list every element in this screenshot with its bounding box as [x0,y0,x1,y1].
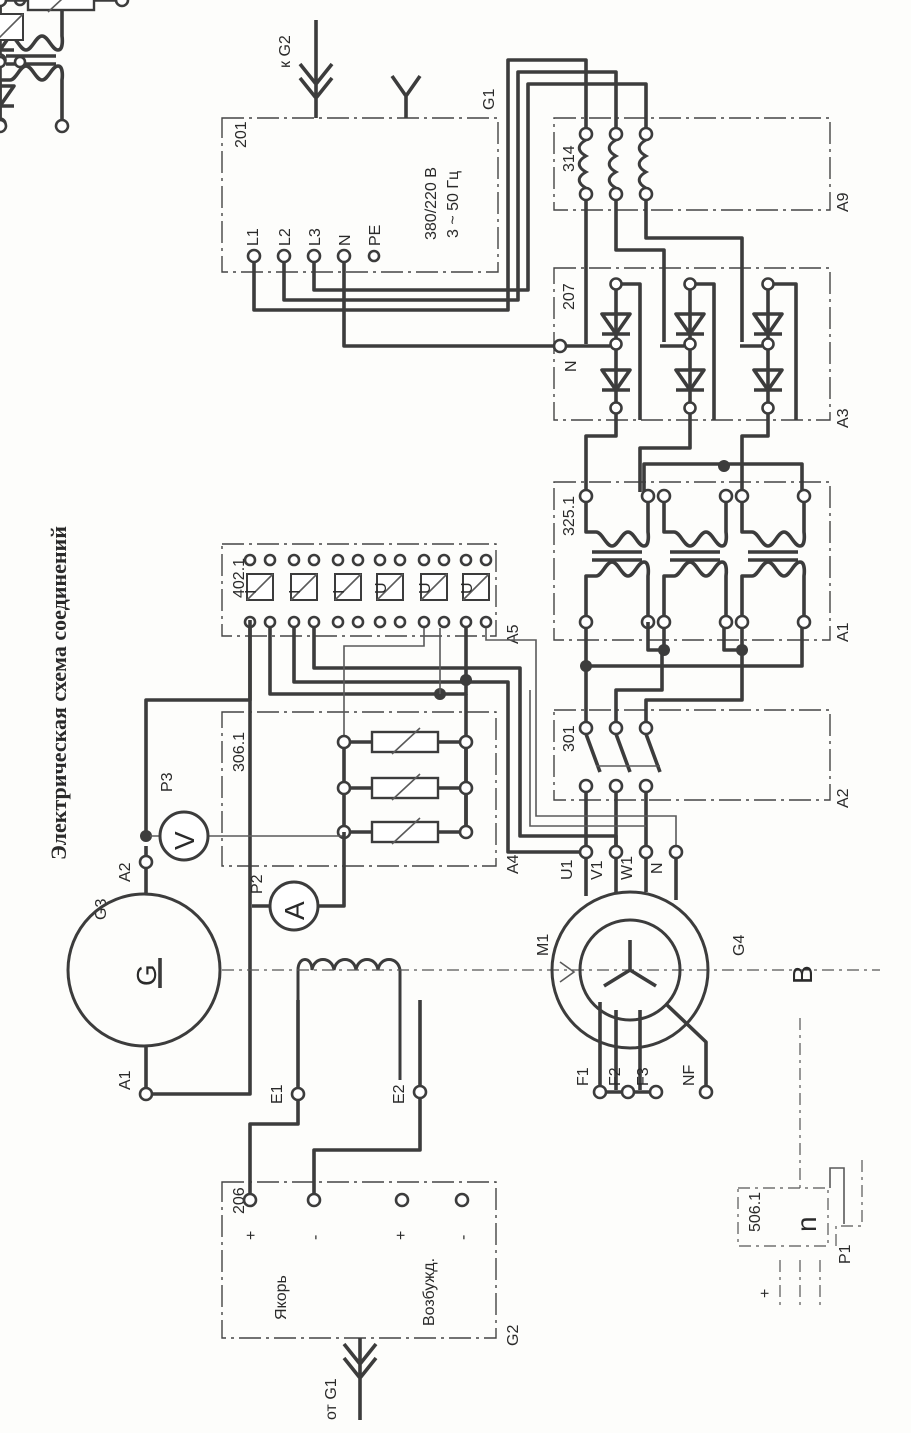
excitation-label: Возбужд. [421,1258,438,1326]
terminal-pe [367,249,381,263]
switch-id: 301 [561,725,578,752]
switch-module: 301 A2 [561,720,852,848]
reactor-id: 314 [561,145,578,172]
meter-5-label: U [417,582,434,594]
supply-voltage: 380/220 В [423,167,440,240]
terminal-l1-label: L1 [245,228,262,246]
voltmeter-symbol: V [169,831,200,850]
motor-tag: M1 [535,934,552,956]
stator-v1-label: V1 [589,860,606,880]
meter-6-label: U [459,582,476,594]
excitation-minus: - [455,1235,472,1240]
ammeter-symbol: A [279,901,310,920]
armature-minus-terminal [306,1192,322,1208]
plug-from-g1 [342,1338,378,1420]
supply-feeders [252,58,648,348]
generator: G3 G A2 A1 V P3 A P2 E1 E2 [66,620,428,1196]
thyristor-neutral: N [563,360,580,372]
stator-w1-label: W1 [619,856,636,880]
terminal-pe-label: PE [367,225,384,246]
excitation-minus-terminal [454,1192,470,1208]
sensor-tag: P1 [837,1244,854,1264]
rheostat-module: 306.1 A4 [0,0,522,874]
b-label: B [787,965,818,984]
sensor-symbol: n [791,1216,822,1232]
supply-tag: G1 [481,89,498,110]
supply-id: 201 [233,121,250,148]
terminal-l3 [306,248,322,264]
rotor-f1-label: F1 [575,1067,592,1086]
rheostat-tag: A4 [505,854,522,874]
meter-tag: A5 [505,624,522,644]
terminal-l1 [246,248,262,264]
motor: M1 G4 U1 V1 W1 N F1 F2 F3 NF [535,844,748,1100]
transformer-star [580,622,804,724]
coupling-tag: G4 [731,935,748,956]
armature-plus: + [243,1231,260,1240]
sensor-plus: + [757,1289,774,1298]
meter-3-label: I [331,590,348,594]
armature-plus-terminal [242,1192,258,1208]
diagram-title: Электрическая схема соединений [46,526,71,860]
meter-4-label: U [373,582,390,594]
rheostat-id: 306.1 [231,732,248,772]
exc-e1-label: E1 [269,1084,286,1104]
arm-a1-label: A1 [117,1070,134,1090]
excitation-plus-terminal [394,1192,410,1208]
plug-to-g2 [298,20,422,118]
supply-module: 201 G1 380/220 В 3 ~ 50 Гц L1 L2 L3 N PE… [233,20,498,264]
sensor-module: 506.1 n P1 + [737,1018,863,1310]
supply-frequency: 3 ~ 50 Гц [445,171,462,238]
rotor-f3-label: F3 [635,1067,652,1086]
terminal-l2-label: L2 [277,228,294,246]
voltmeter-tag: P3 [159,772,176,792]
thyristor-id: 207 [561,283,578,310]
dc-source-tag: G2 [505,1325,522,1346]
module-frames [221,117,831,1339]
terminal-n [336,248,352,264]
arm-a2-label: A2 [117,862,134,882]
dc-source-id: 206 [231,1187,248,1214]
switch-tag: A2 [835,788,852,808]
meter-id: 402.1 [231,558,248,598]
thyristor-outputs [584,414,804,492]
thyristor-tag: A3 [835,408,852,428]
dc-source-module: 206 G2 + - + - Якорь Возбужд. от G1 [231,1187,522,1420]
exc-e2-label: E2 [391,1084,408,1104]
transformer-tag: A1 [835,622,852,642]
reactor-tag: A9 [835,192,852,212]
terminal-n-label: N [337,234,354,246]
terminal-l3-label: L3 [307,228,324,246]
stator-n-label: N [649,862,666,874]
terminal-l2 [276,248,292,264]
transformer-id: 325.1 [561,496,578,536]
armature-minus: - [307,1235,324,1240]
stator-u1-label: U1 [559,859,576,880]
generator-symbol: G [131,964,162,986]
plug-to-g2-label: к G2 [277,35,294,68]
sensor-id: 506.1 [747,1192,764,1232]
reactor-module: 314 A9 [561,126,852,212]
excitation-plus: + [393,1231,410,1240]
armature-label: Якорь [273,1275,290,1320]
meter-1-label: I [243,590,260,594]
rotor-f2-label: F2 [607,1067,624,1086]
plug-from-g1-label: от G1 [323,1378,340,1420]
meter-module: 402.1 A5 I I I U U U [0,0,522,644]
meter-2-label: I [287,590,304,594]
rotor-nf-label: NF [681,1064,698,1086]
transformer-module: 325.1 A1 [0,0,852,642]
reactor-to-thyristor [584,200,744,344]
ammeter-tag: P2 [249,874,266,894]
